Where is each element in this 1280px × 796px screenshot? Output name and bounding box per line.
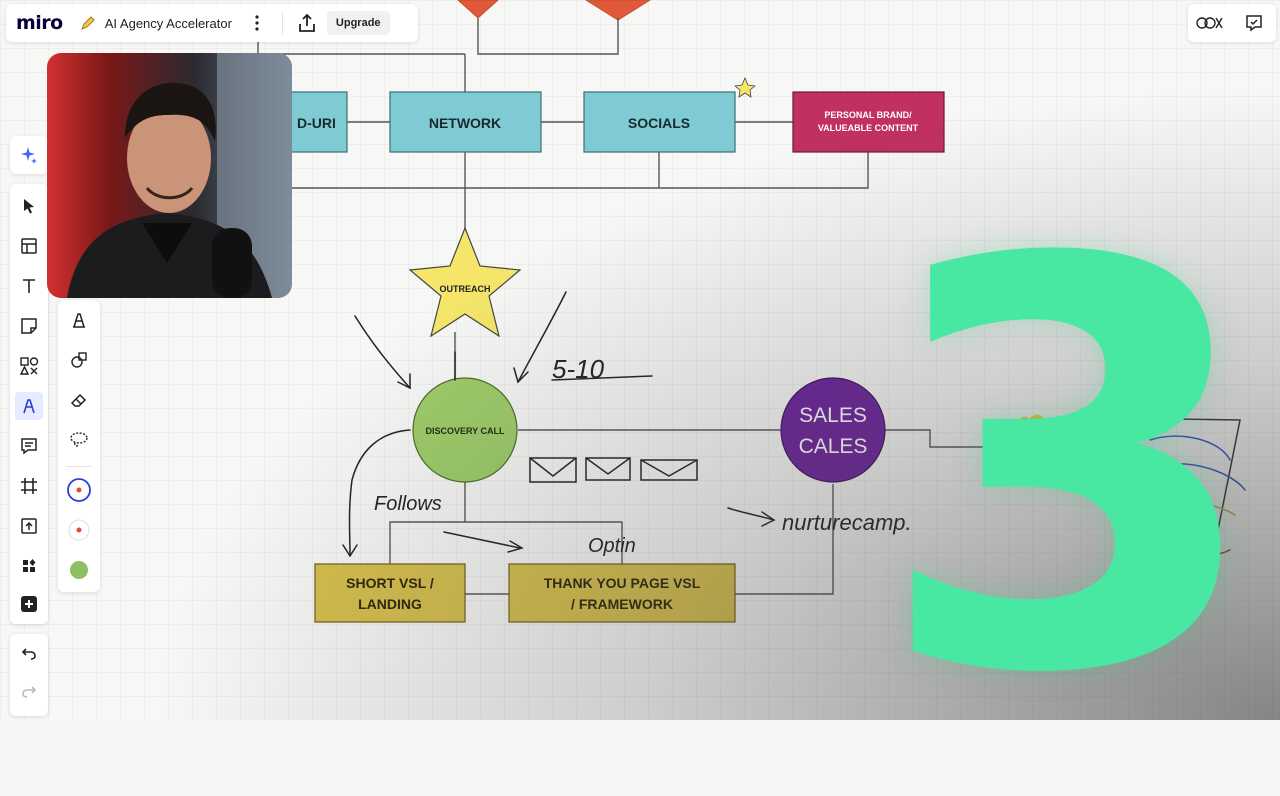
upgrade-button[interactable]: Upgrade [326, 11, 390, 35]
episode-number: 3 [875, 144, 1265, 796]
undo-button[interactable] [15, 640, 43, 668]
redo-button[interactable] [15, 678, 43, 706]
miro-logo[interactable]: miro [16, 12, 63, 34]
node-sales-label-1: SALES [799, 404, 867, 427]
node-outreach[interactable] [408, 226, 522, 338]
marker-icon [73, 313, 85, 328]
pen-icon [23, 399, 35, 414]
pencil-icon [79, 14, 97, 32]
shape-recognition-option[interactable] [65, 346, 93, 374]
node-thank-you-vsl[interactable] [508, 563, 736, 623]
eraser-icon [70, 393, 87, 407]
color-swatch-blue[interactable] [65, 476, 93, 504]
sticky-note-tool[interactable] [15, 312, 43, 340]
pen-options-panel [58, 300, 100, 592]
text-icon [23, 279, 35, 293]
comment-tool[interactable] [15, 432, 43, 460]
ink-optin-text: Optin [588, 535, 636, 557]
history-toolbar [10, 634, 48, 716]
color-swatch-green[interactable] [65, 556, 93, 584]
node-sales-label-2: CALES [799, 435, 868, 458]
webcam-video [47, 53, 292, 298]
upload-icon [21, 518, 37, 534]
plus-icon [21, 596, 37, 612]
node-uri-label: D-URI [297, 115, 336, 131]
apps-tool[interactable] [15, 552, 43, 580]
comment-icon [21, 438, 37, 455]
node-personal-brand-label-2: VALUEABLE CONTENT [818, 123, 919, 133]
color-red-icon [68, 519, 90, 541]
ink-arrow-left [354, 315, 411, 389]
node-discovery-call-label: DISCOVERY CALL [425, 426, 505, 436]
reactions-icon[interactable] [1193, 8, 1227, 38]
export-icon[interactable] [295, 11, 319, 35]
divider [66, 466, 92, 467]
node-short-vsl-label-2: LANDING [358, 596, 422, 612]
color-blue-icon [67, 478, 91, 502]
eraser-option[interactable] [65, 386, 93, 414]
feedback-icon[interactable] [1237, 8, 1271, 38]
ink-follows-text: Follows [374, 493, 442, 515]
presenter-photo [47, 53, 292, 298]
frame-tool[interactable] [15, 472, 43, 500]
shape-recognition-icon [71, 352, 87, 368]
ink-arrow-optin [443, 531, 521, 549]
node-personal-brand[interactable] [792, 91, 945, 153]
color-green-icon [70, 561, 88, 579]
top-bar: miro AI Agency Accelerator Upgrade [6, 4, 418, 42]
board-menu-icon[interactable] [250, 11, 264, 35]
templates-tool[interactable] [15, 232, 43, 260]
sparkle-icon [21, 147, 37, 164]
node-short-vsl[interactable] [314, 563, 466, 623]
node-personal-brand-label-1: PERSONAL BRAND/ [824, 110, 912, 120]
ink-arrow-nurture [727, 507, 775, 521]
lasso-icon [70, 432, 88, 447]
decision-diamond-left[interactable] [457, 0, 499, 19]
main-toolbar [10, 184, 48, 624]
envelope-doodles [529, 457, 698, 483]
star-sticker[interactable] [734, 76, 756, 98]
redo-icon [22, 686, 37, 698]
top-right-panel [1188, 4, 1276, 42]
ink-range-text: 5-10 [552, 354, 605, 384]
frame-icon [21, 478, 37, 494]
lasso-option[interactable] [65, 426, 93, 454]
marker-option[interactable] [65, 306, 93, 334]
text-tool[interactable] [15, 272, 43, 300]
sticky-note-icon [21, 318, 37, 334]
add-more-tool[interactable] [15, 590, 43, 618]
cursor-icon [24, 199, 34, 214]
upload-tool[interactable] [15, 512, 43, 540]
undo-icon [21, 648, 36, 660]
board-title[interactable]: AI Agency Accelerator [104, 15, 232, 31]
shapes-icon [19, 357, 39, 375]
shapes-tool[interactable] [15, 352, 43, 380]
select-tool[interactable] [15, 192, 43, 220]
apps-icon [23, 559, 36, 572]
pen-tool[interactable] [15, 392, 43, 420]
node-short-vsl-label-1: SHORT VSL / [346, 575, 434, 591]
layout-icon [21, 238, 37, 254]
node-socials-label: SOCIALS [628, 115, 690, 131]
decision-diamond-right[interactable] [585, 0, 651, 21]
ai-assist-button[interactable] [10, 136, 48, 174]
divider [281, 12, 283, 34]
node-outreach-label: OUTREACH [440, 284, 491, 294]
node-thank-you-label-1: THANK YOU PAGE VSL [544, 575, 701, 591]
node-thank-you-label-2: / FRAMEWORK [571, 596, 673, 612]
color-swatch-red[interactable] [65, 516, 93, 544]
node-network-label: NETWORK [429, 115, 501, 131]
